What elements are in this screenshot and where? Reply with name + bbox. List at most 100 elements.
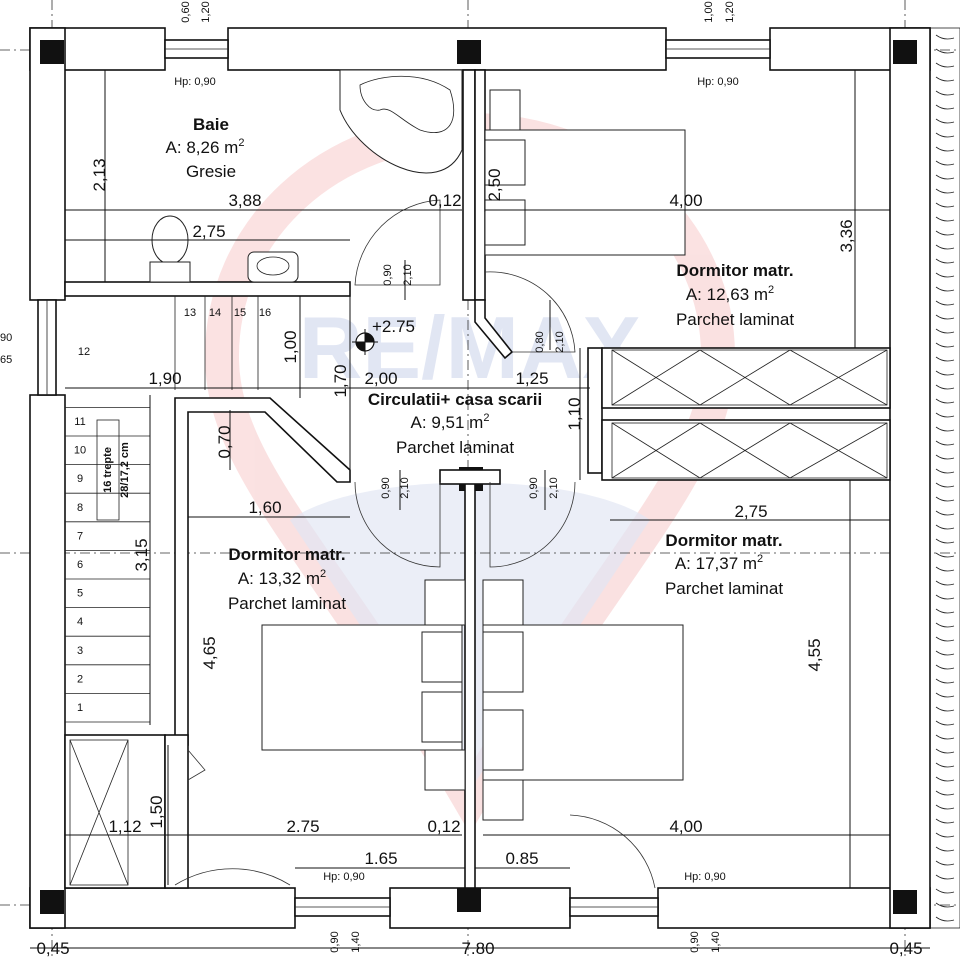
stair-step-number: 13	[184, 307, 196, 319]
svg-text:0,90: 0,90	[528, 477, 540, 498]
exterior-hatch	[929, 27, 960, 929]
dim-se-width: 2,75	[734, 502, 767, 521]
svg-text:65: 65	[0, 354, 12, 366]
hatch-mark	[935, 748, 955, 754]
svg-text:1,20: 1,20	[724, 1, 736, 22]
dim-baie-height: 2,13	[90, 158, 109, 191]
hatch-mark	[935, 440, 955, 446]
stair-step-number: 12	[78, 346, 90, 358]
hatch-mark	[935, 678, 955, 684]
door-swings	[174, 199, 656, 889]
hatch-mark	[935, 524, 955, 530]
hatch-mark	[935, 846, 955, 852]
hatch-mark	[935, 314, 955, 320]
svg-text:90: 90	[0, 332, 12, 344]
hatch-mark	[935, 538, 955, 544]
room-label-dormitor-ne: Dormitor matr. A: 12,63 m2 Parchet lamin…	[676, 261, 794, 329]
stairs-label-b: 28/17,2 cm	[119, 442, 131, 498]
stair-step-number: 15	[234, 307, 246, 319]
hatch-mark	[935, 300, 955, 306]
stair-step-number: 14	[209, 307, 221, 319]
dim-160: 1,60	[248, 498, 281, 517]
dim-315: 3,15	[132, 538, 151, 571]
dim-left-045: 0,45	[36, 939, 69, 957]
wardrobe-crosses	[69, 349, 888, 886]
hatch-mark	[935, 34, 955, 40]
stair-step-number: 2	[77, 673, 83, 685]
dim-190: 1,90	[148, 369, 181, 388]
svg-text:1,20: 1,20	[200, 1, 212, 22]
hatch-mark	[935, 650, 955, 656]
stair-step-number: 5	[77, 588, 83, 600]
hatch-mark	[935, 874, 955, 880]
hatch-mark	[935, 104, 955, 110]
dim-070: 0,70	[215, 425, 234, 458]
hatch-mark	[935, 916, 955, 922]
stair-step-number: 16	[259, 307, 271, 319]
hatch-mark	[935, 468, 955, 474]
hatch-mark	[935, 818, 955, 824]
stair-step-number: 11	[74, 416, 85, 428]
hatch-mark	[935, 692, 955, 698]
stair-step-number: 7	[77, 530, 83, 542]
dim-bottom-400: 4,00	[669, 817, 702, 836]
svg-text:0,90: 0,90	[689, 931, 701, 952]
hatch-mark	[935, 216, 955, 222]
level-value: +2.75	[372, 317, 415, 336]
hatch-mark	[935, 48, 955, 54]
structural-columns	[40, 40, 917, 914]
hatch-mark	[935, 622, 955, 628]
svg-text:Circulatii+ casa scarii: Circulatii+ casa scarii	[368, 390, 542, 409]
hatch-mark	[935, 132, 955, 138]
hatch-mark	[935, 580, 955, 586]
interior-walls	[64, 69, 891, 889]
svg-text:Baie: Baie	[193, 115, 229, 134]
svg-text:A: 17,37 m2: A: 17,37 m2	[675, 553, 763, 573]
room-label-dormitor-sw: Dormitor matr. A: 13,32 m2 Parchet lamin…	[228, 545, 346, 613]
dim-ne-height: 3,36	[837, 219, 856, 252]
dim-right-045: 0,45	[889, 939, 922, 957]
hatch-mark	[935, 664, 955, 670]
dim-165: 1.65	[364, 849, 397, 868]
dim-wall-top: 0,12	[428, 191, 461, 210]
dim-170: 1,70	[331, 364, 350, 397]
svg-text:Hp: 0,90: Hp: 0,90	[174, 76, 216, 88]
svg-text:0,90: 0,90	[380, 477, 392, 498]
hatch-mark	[935, 608, 955, 614]
hatch-mark	[935, 160, 955, 166]
hatch-mark	[935, 706, 955, 712]
hatch-mark	[935, 566, 955, 572]
hatch-mark	[935, 902, 955, 908]
dim-200: 2,00	[364, 369, 397, 388]
hatch-mark	[935, 146, 955, 152]
svg-text:A: 8,26 m2: A: 8,26 m2	[166, 137, 245, 157]
svg-text:0,60: 0,60	[180, 1, 192, 22]
hatch-mark	[935, 258, 955, 264]
hatch-mark	[935, 454, 955, 460]
dim-baie-width: 3,88	[228, 191, 261, 210]
hatch-mark	[935, 244, 955, 250]
svg-text:A: 13,32 m2: A: 13,32 m2	[238, 568, 326, 588]
svg-text:0,90: 0,90	[382, 264, 394, 285]
stair-step-number: 9	[77, 473, 83, 485]
hatch-mark	[935, 762, 955, 768]
dim-125: 1,25	[515, 369, 548, 388]
svg-text:1,00: 1,00	[703, 1, 715, 22]
svg-text:2,10: 2,10	[548, 477, 560, 498]
hatch-mark	[935, 272, 955, 278]
furniture	[149, 69, 686, 821]
svg-text:1,40: 1,40	[350, 931, 362, 952]
hatch-mark	[935, 412, 955, 418]
dimension-lines	[30, 70, 930, 949]
svg-text:Parchet laminat: Parchet laminat	[665, 579, 783, 598]
hatch-mark	[935, 76, 955, 82]
dimension-labels: 2,13 3,88 2,75 0,12 2,50 4,00 3,36 1,90 …	[36, 158, 922, 957]
dim-ne-width: 4,00	[669, 191, 702, 210]
hatch-mark	[935, 496, 955, 502]
hatch-mark	[935, 174, 955, 180]
stair-step-number: 10	[74, 445, 86, 457]
svg-text:1,40: 1,40	[710, 931, 722, 952]
dim-150: 1,50	[147, 795, 166, 828]
dim-455: 4,55	[805, 638, 824, 671]
